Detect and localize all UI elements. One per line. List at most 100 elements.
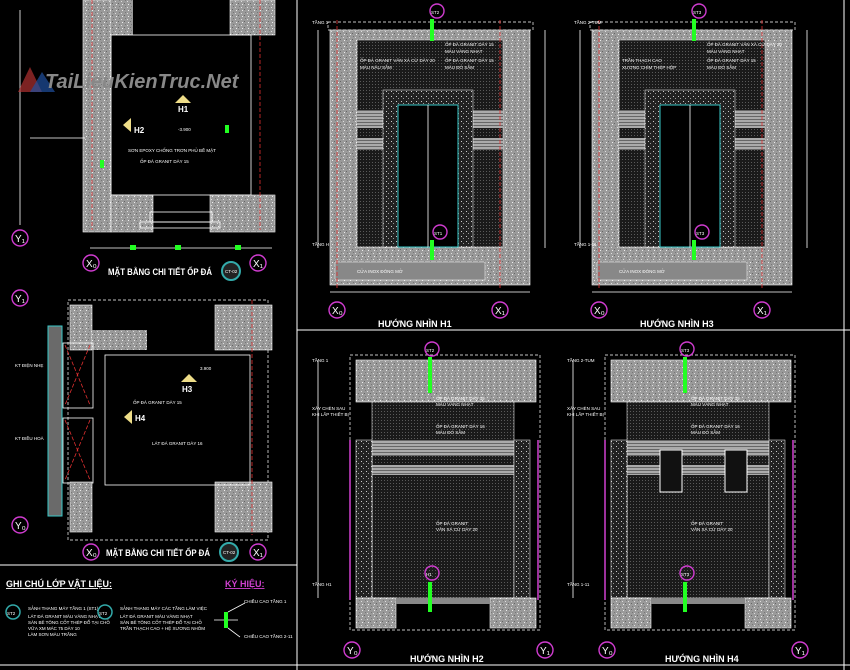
level-mark: 3.900 [200, 366, 212, 371]
axis-bubble [249, 543, 267, 561]
legend-title: GHI CHÚ LỚP VẬT LIỆU: [6, 578, 112, 589]
axis-label: X₁ [495, 306, 506, 317]
symbol-label: CHIỀU CAO TẦNG 1 [244, 598, 287, 604]
note: MÀU ĐỎ SẪM [691, 429, 720, 435]
axis-bubble [249, 254, 267, 272]
tag-leader [683, 357, 687, 393]
view-title: HƯỚNG NHÌN H3 [640, 318, 714, 329]
note: MÀU VÀNG NHẠT [436, 401, 474, 407]
note: ỐP ĐÁ GRANIT [691, 520, 723, 526]
foot-block [355, 597, 397, 629]
sill [334, 261, 486, 281]
note: KHI LẮP THIẾT BỊ [567, 410, 604, 417]
view-marker-h3-icon [181, 374, 197, 382]
level-label: TẦNG 2-TUM [567, 357, 595, 363]
note: ỐP ĐÁ GRANIT VÂN XÁ CỪ DÀY 20 [360, 57, 435, 63]
view-mark-h2: H2 [134, 126, 145, 135]
tag-label: ST1 [434, 231, 443, 236]
note: ỐP ĐÁ GRANIT DÀY 15 [445, 57, 494, 63]
tag-leader [692, 19, 696, 41]
tag-label: H1 [426, 572, 432, 577]
note: ỐP ĐÁ GRANIT DÀY 16 [691, 423, 740, 429]
axis-label: Y₁ [15, 294, 26, 305]
side-column [513, 439, 531, 599]
note: TRẦN THẠCH CAO [622, 57, 662, 63]
note: ỐP ĐÁ GRANIT DÀY 15 [133, 399, 182, 405]
tag-leader [428, 357, 432, 393]
granite-band [627, 465, 769, 475]
plan-bottom[interactable]: H3 H4 3.900 KT ĐIỆN NHẸ KT ĐIỀU HOÀ ỐP Đ… [11, 289, 273, 562]
level-label: TẦNG 1 [312, 19, 329, 25]
note: ỐP ĐÁ GRANIT [436, 520, 468, 526]
axis-label: Y₀ [347, 646, 358, 657]
legend-line: SÀN BÊ TÔNG CỐT THÉP ĐỔ TẠI CHỖ [28, 618, 110, 625]
note: MÀU ĐỎ SẪM [445, 64, 474, 70]
granite-band [372, 440, 514, 456]
tag-bubble [694, 224, 710, 240]
foot-block [610, 597, 652, 629]
level-label: TẦNG 1-11 [574, 241, 597, 247]
note: LÁT ĐÁ GRANIT DÀY 16 [152, 440, 203, 446]
material-legend: GHI CHÚ LỚP VẬT LIỆU: KÝ HIỆU: ST2 SẢNH … [5, 578, 293, 639]
view-mark-h4: H4 [135, 414, 146, 423]
granite-cladding [626, 401, 770, 599]
level-label: TẦNG H1 [312, 581, 332, 587]
symbol-title: KÝ HIỆU: [225, 578, 265, 589]
floor-slab [396, 598, 490, 604]
note: XÂY CHÈN SAU [567, 405, 600, 411]
legend-heading: SẢNH THANG MÁY CÁC TẦNG LÀM VIỆC [120, 604, 208, 611]
view-title: HƯỚNG NHÌN H4 [665, 653, 739, 664]
axis-label: X₀ [594, 306, 605, 317]
note: XÂY CHÈN SAU [312, 405, 345, 411]
floor-slab [651, 598, 745, 604]
axis-bubble [791, 641, 809, 659]
plan-title: MẶT BẰNG CHI TIẾT ỐP ĐÁ [106, 547, 210, 558]
tag-label: ST3 [681, 348, 690, 353]
view-marker-h1-icon [175, 95, 191, 103]
sill [596, 261, 748, 281]
level-label: TẦNG 1-11 [567, 581, 590, 587]
view-title: HƯỚNG NHÌN H2 [410, 653, 484, 664]
note: XƯƠNG CHÌM THÉP HỘP [622, 64, 676, 70]
tag-leader [692, 240, 696, 260]
axis-label: X₀ [86, 259, 97, 270]
level-label: TẦNG H [312, 241, 329, 247]
tag-label: ST2 [7, 611, 16, 616]
axis-label: Y₀ [602, 646, 613, 657]
axis-label: X₁ [253, 548, 264, 559]
tag-bubble [679, 341, 695, 357]
tag-bubble [679, 565, 695, 581]
note: MÀU VÀNG NHẠT [707, 48, 745, 54]
symbol-label: CHIỀU CAO TẦNG 2-11 [244, 633, 293, 639]
tag-label: ST2 [99, 611, 108, 616]
view-mark-h1: H1 [178, 105, 189, 114]
note: CỬA INOX ĐÓNG MỞ [619, 268, 665, 274]
tag-bubble [424, 565, 440, 581]
tag-bubble [5, 604, 21, 620]
level-label: TẦNG 2-TUM [574, 19, 602, 25]
view-title: HƯỚNG NHÌN H1 [378, 318, 452, 329]
plan-top[interactable]: H1 H2 -3.900 SƠN EPOXY CHỐNG TRƠN PHỦ BỀ… [11, 0, 276, 281]
detail-badge [221, 261, 241, 281]
top-beam [610, 359, 792, 403]
note: MÀU VÀNG NHẠT [445, 48, 483, 54]
axis-label: X₀ [332, 306, 343, 317]
axis-label: Y₀ [15, 521, 26, 532]
axis-label: Y₁ [15, 234, 26, 245]
axis-label: Y₁ [795, 646, 806, 657]
axis-bubble [491, 301, 509, 319]
axis-label: X₀ [86, 548, 97, 559]
granite-band [627, 440, 769, 456]
note: ỐP ĐÁ GRANIT VÂN XÁ CỪ DÀY 20 [707, 41, 782, 47]
level-label: TẦNG 1 [312, 357, 329, 363]
note: MÀU NÂU SẪM [360, 64, 392, 70]
note: VÂN XÁ CỪ DÀY 20 [691, 526, 733, 532]
watermark-text: TaiLieuKienTruc.Net [45, 71, 240, 93]
watermark-logo: TaiLieuKienTruc.Net [18, 67, 240, 93]
note: ỐP ĐÁ GRANIT DÀY 15 [691, 395, 740, 401]
